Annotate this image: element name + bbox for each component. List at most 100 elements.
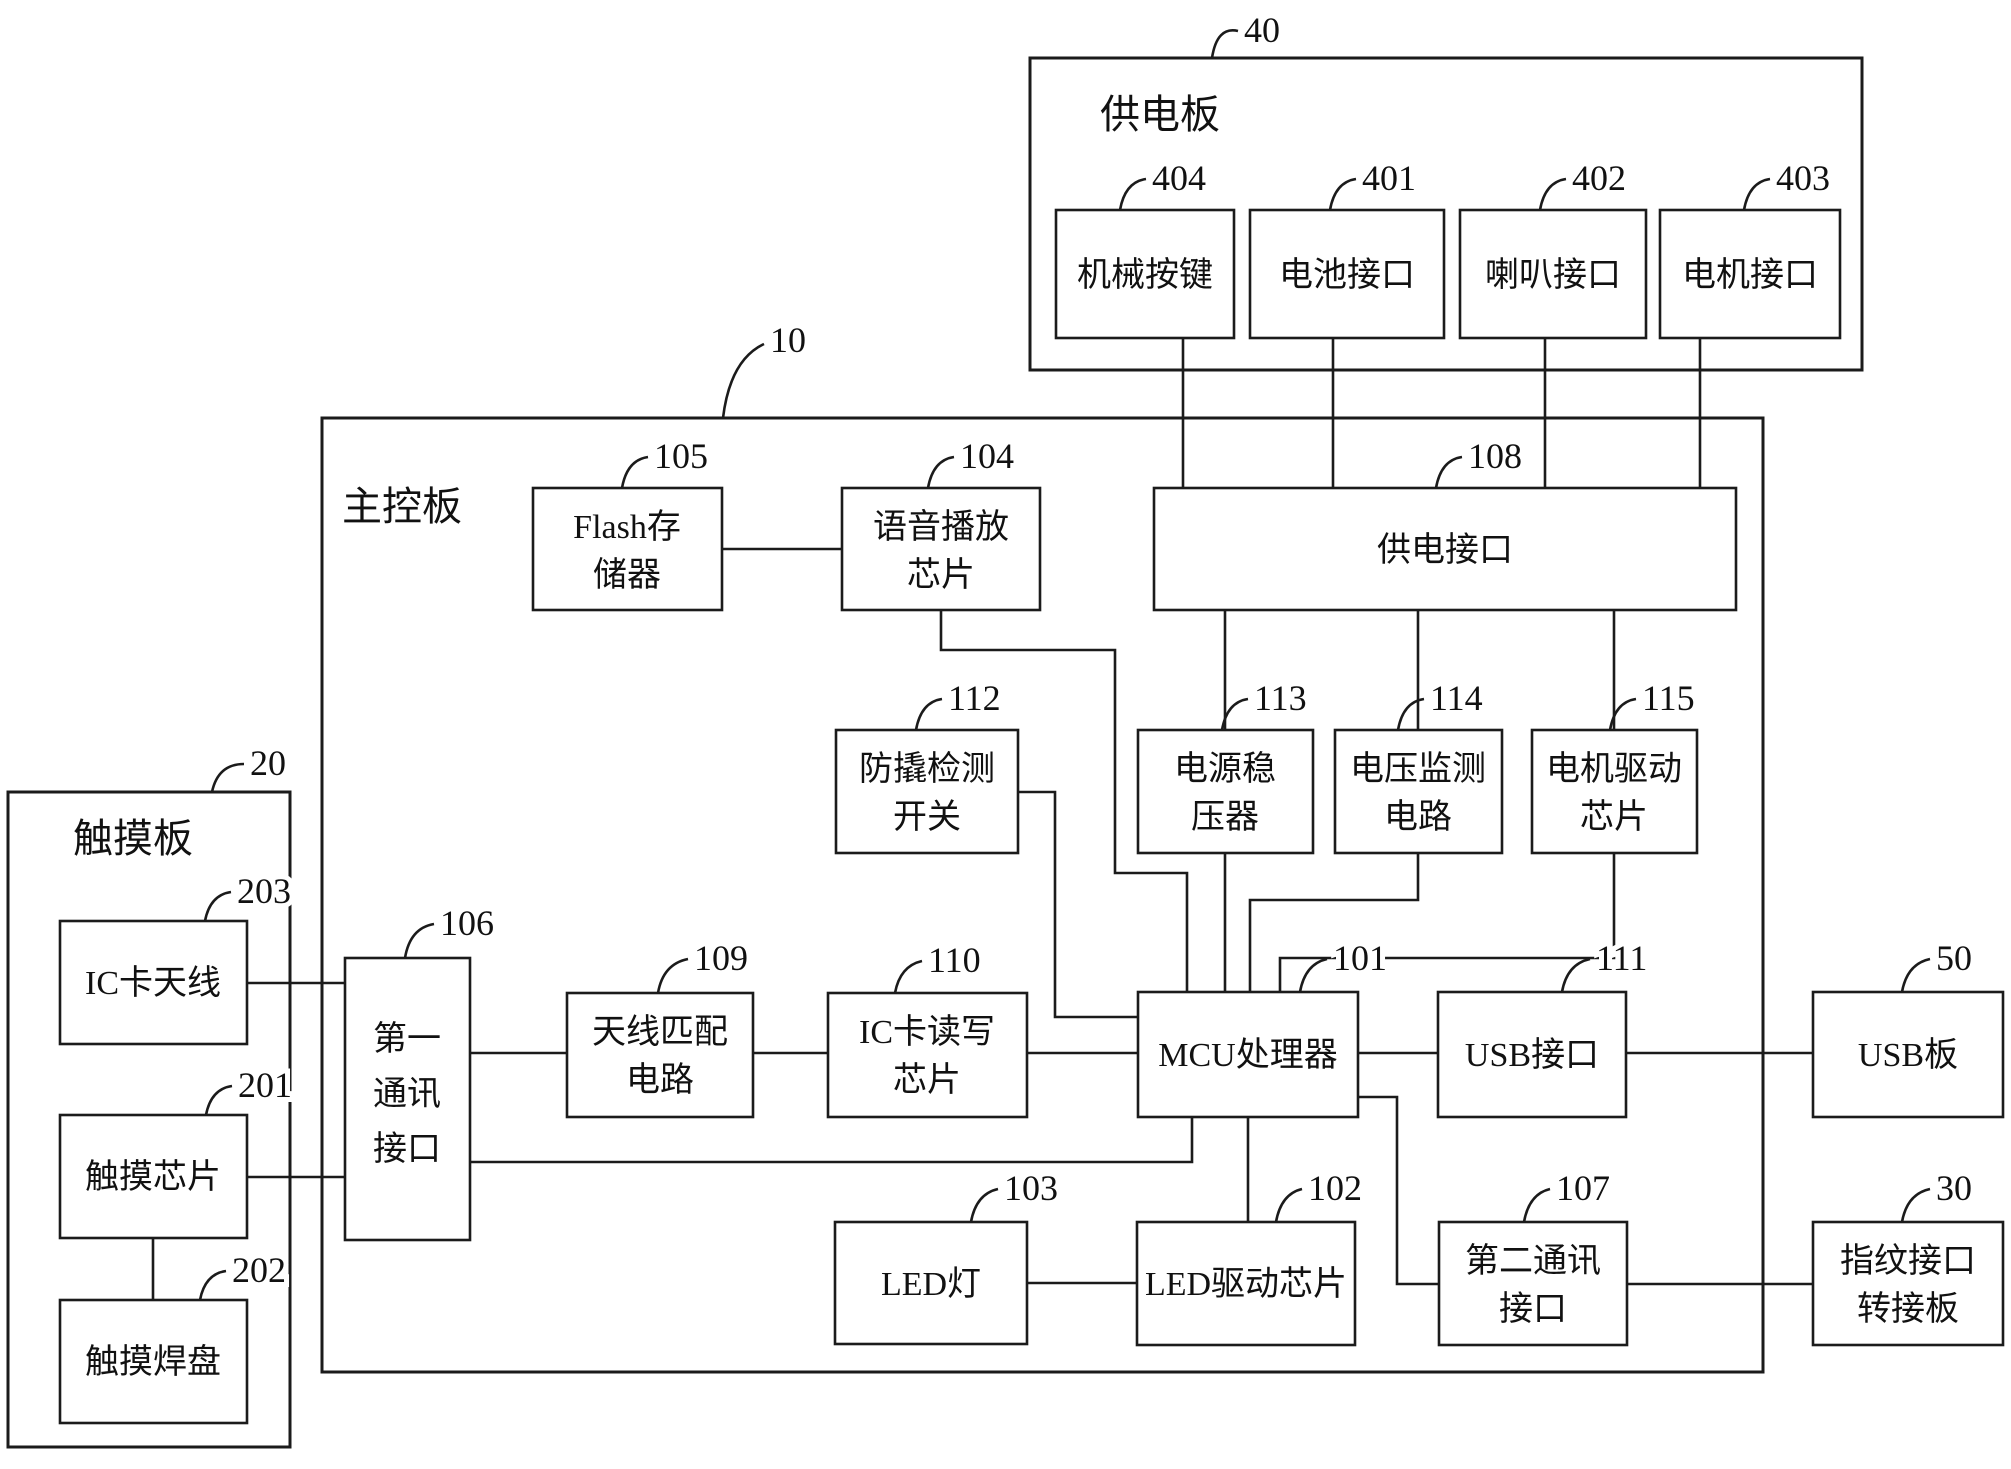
svg-text:触摸焊盘: 触摸焊盘 [85,1343,221,1381]
ref-404: 404 [1118,153,1211,211]
svg-text:10: 10 [770,320,806,360]
touch-board: 触摸板 [6,790,292,1449]
ref-402: 402 [1538,153,1631,211]
svg-text:401: 401 [1362,158,1416,198]
ref-20: 20 [210,738,291,793]
block-volt-monitor: 电压监测 电路 [1333,728,1504,855]
svg-text:开关: 开关 [893,799,961,836]
block-motor-driver: 电机驱动 芯片 [1530,728,1699,855]
ref-202: 202 [198,1245,291,1301]
block-mcu: MCU处理器 [1136,990,1360,1119]
ref-103: 103 [969,1163,1063,1223]
main-board: 主控板 [320,416,1765,1374]
svg-text:201: 201 [238,1065,292,1105]
svg-text:转接板: 转接板 [1857,1290,1959,1328]
ref-labels: 40 10 20 404 401 402 403 105 [198,5,1977,1301]
ref-102: 102 [1274,1163,1367,1223]
svg-text:电池接口: 电池接口 [1279,256,1415,294]
svg-text:电压监测: 电压监测 [1350,750,1486,788]
ref-110: 110 [893,935,986,994]
block-battery-port: 电池接口 [1248,208,1446,340]
touch-board-title: 触摸板 [73,816,193,861]
block-regulator: 电源稳 压器 [1136,728,1315,855]
svg-text:USB板: USB板 [1858,1036,1958,1074]
svg-text:LED驱动芯片: LED驱动芯片 [1145,1265,1347,1303]
main-board-title: 主控板 [342,484,462,529]
svg-text:语音播放: 语音播放 [873,508,1009,546]
svg-text:电源稳: 电源稳 [1174,750,1276,788]
svg-text:40: 40 [1244,10,1280,50]
block-fp-adapter: 指纹接口 转接板 [1811,1220,2005,1347]
svg-text:30: 30 [1936,1168,1972,1208]
block-flash: Flash存 储器 [531,486,724,612]
svg-text:402: 402 [1572,158,1626,198]
svg-text:112: 112 [948,678,1001,718]
block-antenna-match: 天线匹配 电路 [565,991,755,1119]
block-led-driver: LED驱动芯片 [1135,1220,1357,1347]
svg-text:机械按键: 机械按键 [1077,256,1213,294]
svg-text:109: 109 [694,938,748,978]
svg-text:404: 404 [1152,158,1206,198]
svg-text:108: 108 [1468,436,1522,476]
svg-text:USB接口: USB接口 [1465,1037,1599,1074]
svg-text:防撬检测: 防撬检测 [859,750,995,788]
svg-text:芯片: 芯片 [907,556,975,594]
svg-text:电路: 电路 [1384,798,1452,836]
ref-40: 40 [1210,5,1285,59]
wires [151,338,1813,1300]
block-ic-antenna: IC卡天线 [58,919,249,1046]
block-touch-pad: 触摸焊盘 [58,1298,249,1425]
block-ic-rw-chip: IC卡读写 芯片 [826,991,1029,1119]
power-board: 供电板 [1028,56,1864,372]
ref-10: 10 [721,315,811,419]
svg-text:110: 110 [928,940,981,980]
wire-motordriver-mcu [1278,853,1616,992]
ref-104: 104 [926,431,1019,489]
ref-30: 30 [1900,1163,1977,1223]
ref-403: 403 [1742,153,1835,211]
ref-112: 112 [914,673,1006,731]
svg-text:111: 111 [1596,938,1647,978]
svg-text:114: 114 [1430,678,1483,718]
ref-108: 108 [1434,431,1527,489]
block-led: LED灯 [833,1220,1029,1346]
block-power-port: 供电接口 [1152,486,1738,612]
svg-text:101: 101 [1333,938,1387,978]
ref-106: 106 [403,898,499,959]
block-voice-chip: 语音播放 芯片 [840,486,1042,612]
block-touch-chip: 触摸芯片 [58,1113,249,1240]
svg-text:电机驱动: 电机驱动 [1546,750,1682,788]
svg-text:电路: 电路 [626,1061,694,1099]
svg-text:芯片: 芯片 [893,1061,961,1099]
block-tamper-switch: 防撬检测 开关 [834,728,1020,855]
block-speaker-port: 喇叭接口 [1458,208,1648,340]
wire-mcu-comm2 [1358,1095,1439,1286]
svg-text:储器: 储器 [593,556,661,594]
svg-text:天线匹配: 天线匹配 [592,1013,728,1051]
svg-text:压器: 压器 [1191,799,1259,836]
svg-text:接口: 接口 [373,1131,441,1168]
ref-115: 115 [1608,673,1700,731]
ref-105: 105 [620,431,713,489]
block-usb-board: USB板 [1811,990,2005,1119]
ref-401: 401 [1328,153,1421,211]
svg-text:指纹接口: 指纹接口 [1840,1242,1976,1280]
svg-text:113: 113 [1254,678,1307,718]
ref-114: 114 [1396,673,1488,731]
block-mech-button: 机械按键 [1054,208,1236,340]
svg-text:105: 105 [654,436,708,476]
svg-text:喇叭接口: 喇叭接口 [1485,256,1621,294]
svg-text:403: 403 [1776,158,1830,198]
svg-text:IC卡读写: IC卡读写 [859,1013,995,1051]
svg-text:103: 103 [1004,1168,1058,1208]
svg-text:107: 107 [1556,1168,1610,1208]
block-comm1: 第一 通讯 接口 [343,956,472,1242]
ref-107: 107 [1522,1163,1615,1223]
svg-text:第二通讯: 第二通讯 [1465,1242,1601,1280]
svg-text:20: 20 [250,743,286,783]
block-motor-port: 电机接口 [1658,208,1842,340]
wire-voltmonitor-mcu [1248,853,1420,992]
wire-voice-mcu [939,610,1189,992]
block-comm2: 第二通讯 接口 [1437,1220,1629,1347]
